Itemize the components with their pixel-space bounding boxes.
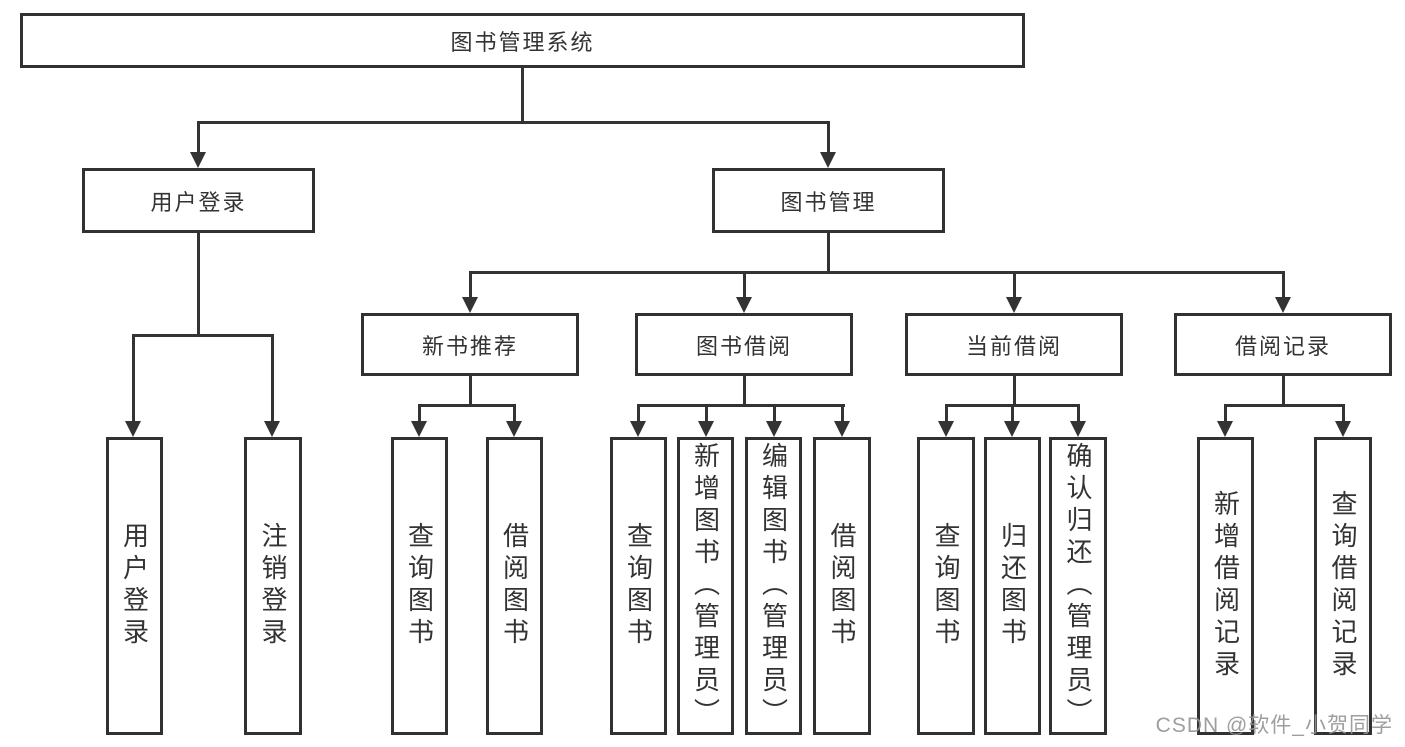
leaf-logout-label: 注销登录 [258,522,288,650]
leaf-edit-book-admin: 编辑图书（管理员） [745,437,802,735]
node-user-login: 用户登录 [82,168,315,233]
leaf-query-book-recommend-label: 查询图书 [404,522,435,650]
leaf-edit-book-admin-label: 编辑图书（管理员） [758,442,789,730]
node-book-management: 图书管理 [712,168,945,233]
arrow-down-icon [1006,271,1022,313]
leaf-confirm-return-admin-label: 确认归还（管理员） [1063,442,1093,730]
leaf-query-book-current-label: 查询图书 [931,522,961,650]
arrow-down-icon [1335,404,1351,437]
leaf-query-book-borrow-label: 查询图书 [623,522,654,650]
arrow-down-icon [1217,404,1233,437]
csdn-watermark: CSDN @软件_小贺同学 [1155,714,1393,737]
connector-book-mgmt-hline [469,271,1285,274]
connector-current-vline [1013,376,1016,405]
leaf-query-borrow-record-label: 查询借阅记录 [1328,490,1358,682]
leaf-add-borrow-record-label: 新增借阅记录 [1210,490,1241,682]
node-borrow-record-label: 借阅记录 [1234,333,1331,359]
node-current-borrow: 当前借阅 [905,313,1123,376]
arrow-down-icon [506,404,522,437]
node-new-book-recommend-label: 新书推荐 [421,333,518,359]
arrow-down-icon [1004,404,1020,437]
leaf-user-login: 用户登录 [106,437,163,735]
arrow-down-icon [698,404,714,437]
leaf-query-book-current: 查询图书 [917,437,975,735]
connector-borrow-vline [743,376,746,405]
leaf-borrow-book-recommend-label: 借阅图书 [499,522,530,650]
arrow-down-icon [736,271,752,313]
leaf-borrow-book: 借阅图书 [813,437,871,735]
arrow-down-icon [1275,271,1291,313]
leaf-add-book-admin-label: 新增图书（管理员） [690,442,721,730]
connector-borrow-hline [637,404,845,407]
leaf-logout: 注销登录 [244,437,302,735]
leaf-add-borrow-record: 新增借阅记录 [1197,437,1254,735]
node-book-borrow-label: 图书借阅 [695,333,792,359]
node-book-management-label: 图书管理 [780,189,877,215]
node-current-borrow-label: 当前借阅 [965,333,1062,359]
root-node-label: 图书管理系统 [450,29,595,55]
node-user-login-label: 用户登录 [150,189,247,215]
connector-record-vline [1282,376,1285,405]
arrow-down-icon [820,121,836,168]
connector-user-login-hline [132,334,274,337]
connector-record-hline [1224,404,1345,407]
connector-recommend-vline [469,376,472,405]
arrow-down-icon [264,334,280,437]
node-borrow-record: 借阅记录 [1174,313,1392,376]
node-new-book-recommend: 新书推荐 [361,313,579,376]
connector-recommend-hline [418,404,516,407]
connector-book-mgmt-vline [827,233,830,272]
leaf-query-book-borrow: 查询图书 [610,437,667,735]
leaf-return-book: 归还图书 [984,437,1041,735]
arrow-down-icon [462,271,478,313]
connector-root-hline [197,121,830,124]
arrow-down-icon [125,334,141,437]
arrow-down-icon [190,121,206,168]
leaf-user-login-label: 用户登录 [119,522,150,650]
connector-root-vline [521,68,524,122]
node-book-borrow: 图书借阅 [635,313,853,376]
leaf-borrow-book-label: 借阅图书 [827,522,857,650]
leaf-borrow-book-recommend: 借阅图书 [486,437,543,735]
arrow-down-icon [1070,404,1086,437]
arrow-down-icon [766,404,782,437]
leaf-add-book-admin: 新增图书（管理员） [677,437,734,735]
leaf-return-book-label: 归还图书 [997,522,1028,650]
leaf-query-borrow-record: 查询借阅记录 [1314,437,1372,735]
arrow-down-icon [938,404,954,437]
arrow-down-icon [834,404,850,437]
connector-user-login-vline [197,233,200,335]
leaf-query-book-recommend: 查询图书 [391,437,448,735]
root-node-library-system: 图书管理系统 [20,13,1025,68]
leaf-confirm-return-admin: 确认归还（管理员） [1049,437,1107,735]
arrow-down-icon [630,404,646,437]
arrow-down-icon [411,404,427,437]
